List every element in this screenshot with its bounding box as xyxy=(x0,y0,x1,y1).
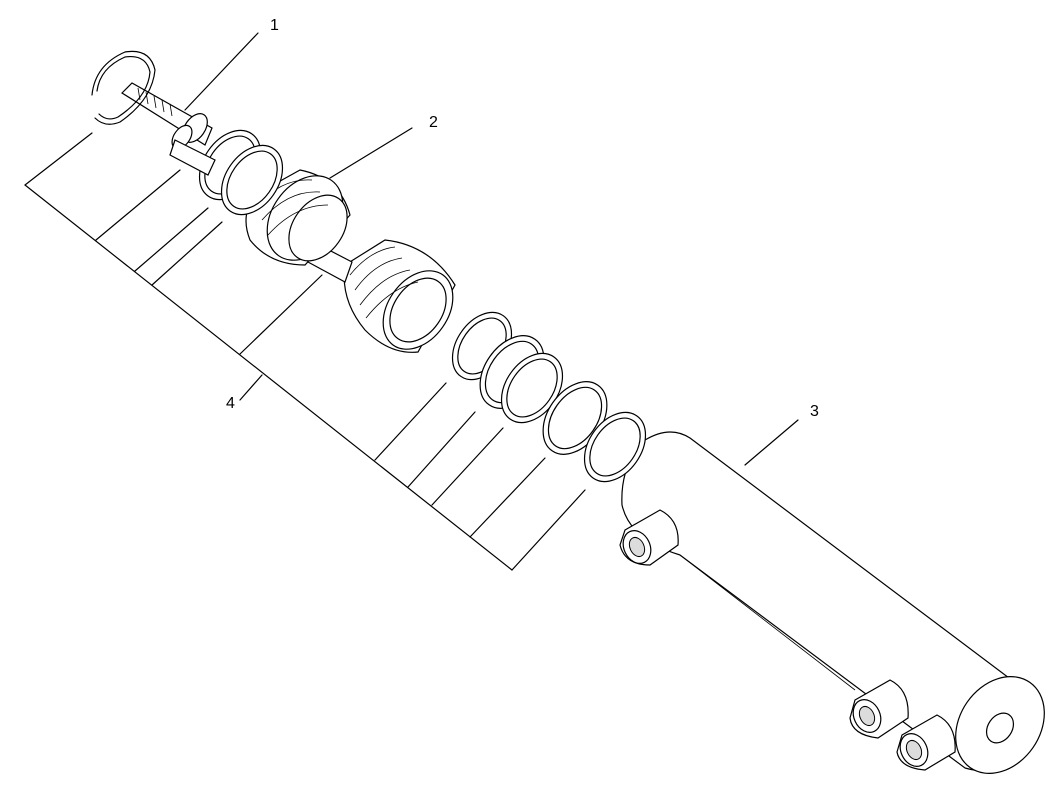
seal-rings-group xyxy=(451,311,647,483)
callout-3: 3 xyxy=(810,403,819,420)
callout-2: 2 xyxy=(429,114,438,131)
callout-1: 1 xyxy=(270,17,279,34)
part-3-cylinder-housing xyxy=(619,431,1045,774)
seal-rings-left-group xyxy=(198,129,284,216)
callout-4: 4 xyxy=(226,395,235,412)
part-2-piston-assembly xyxy=(245,169,456,353)
leader-lines xyxy=(24,32,799,571)
part-1-rod-and-retaining-ring xyxy=(91,50,216,176)
